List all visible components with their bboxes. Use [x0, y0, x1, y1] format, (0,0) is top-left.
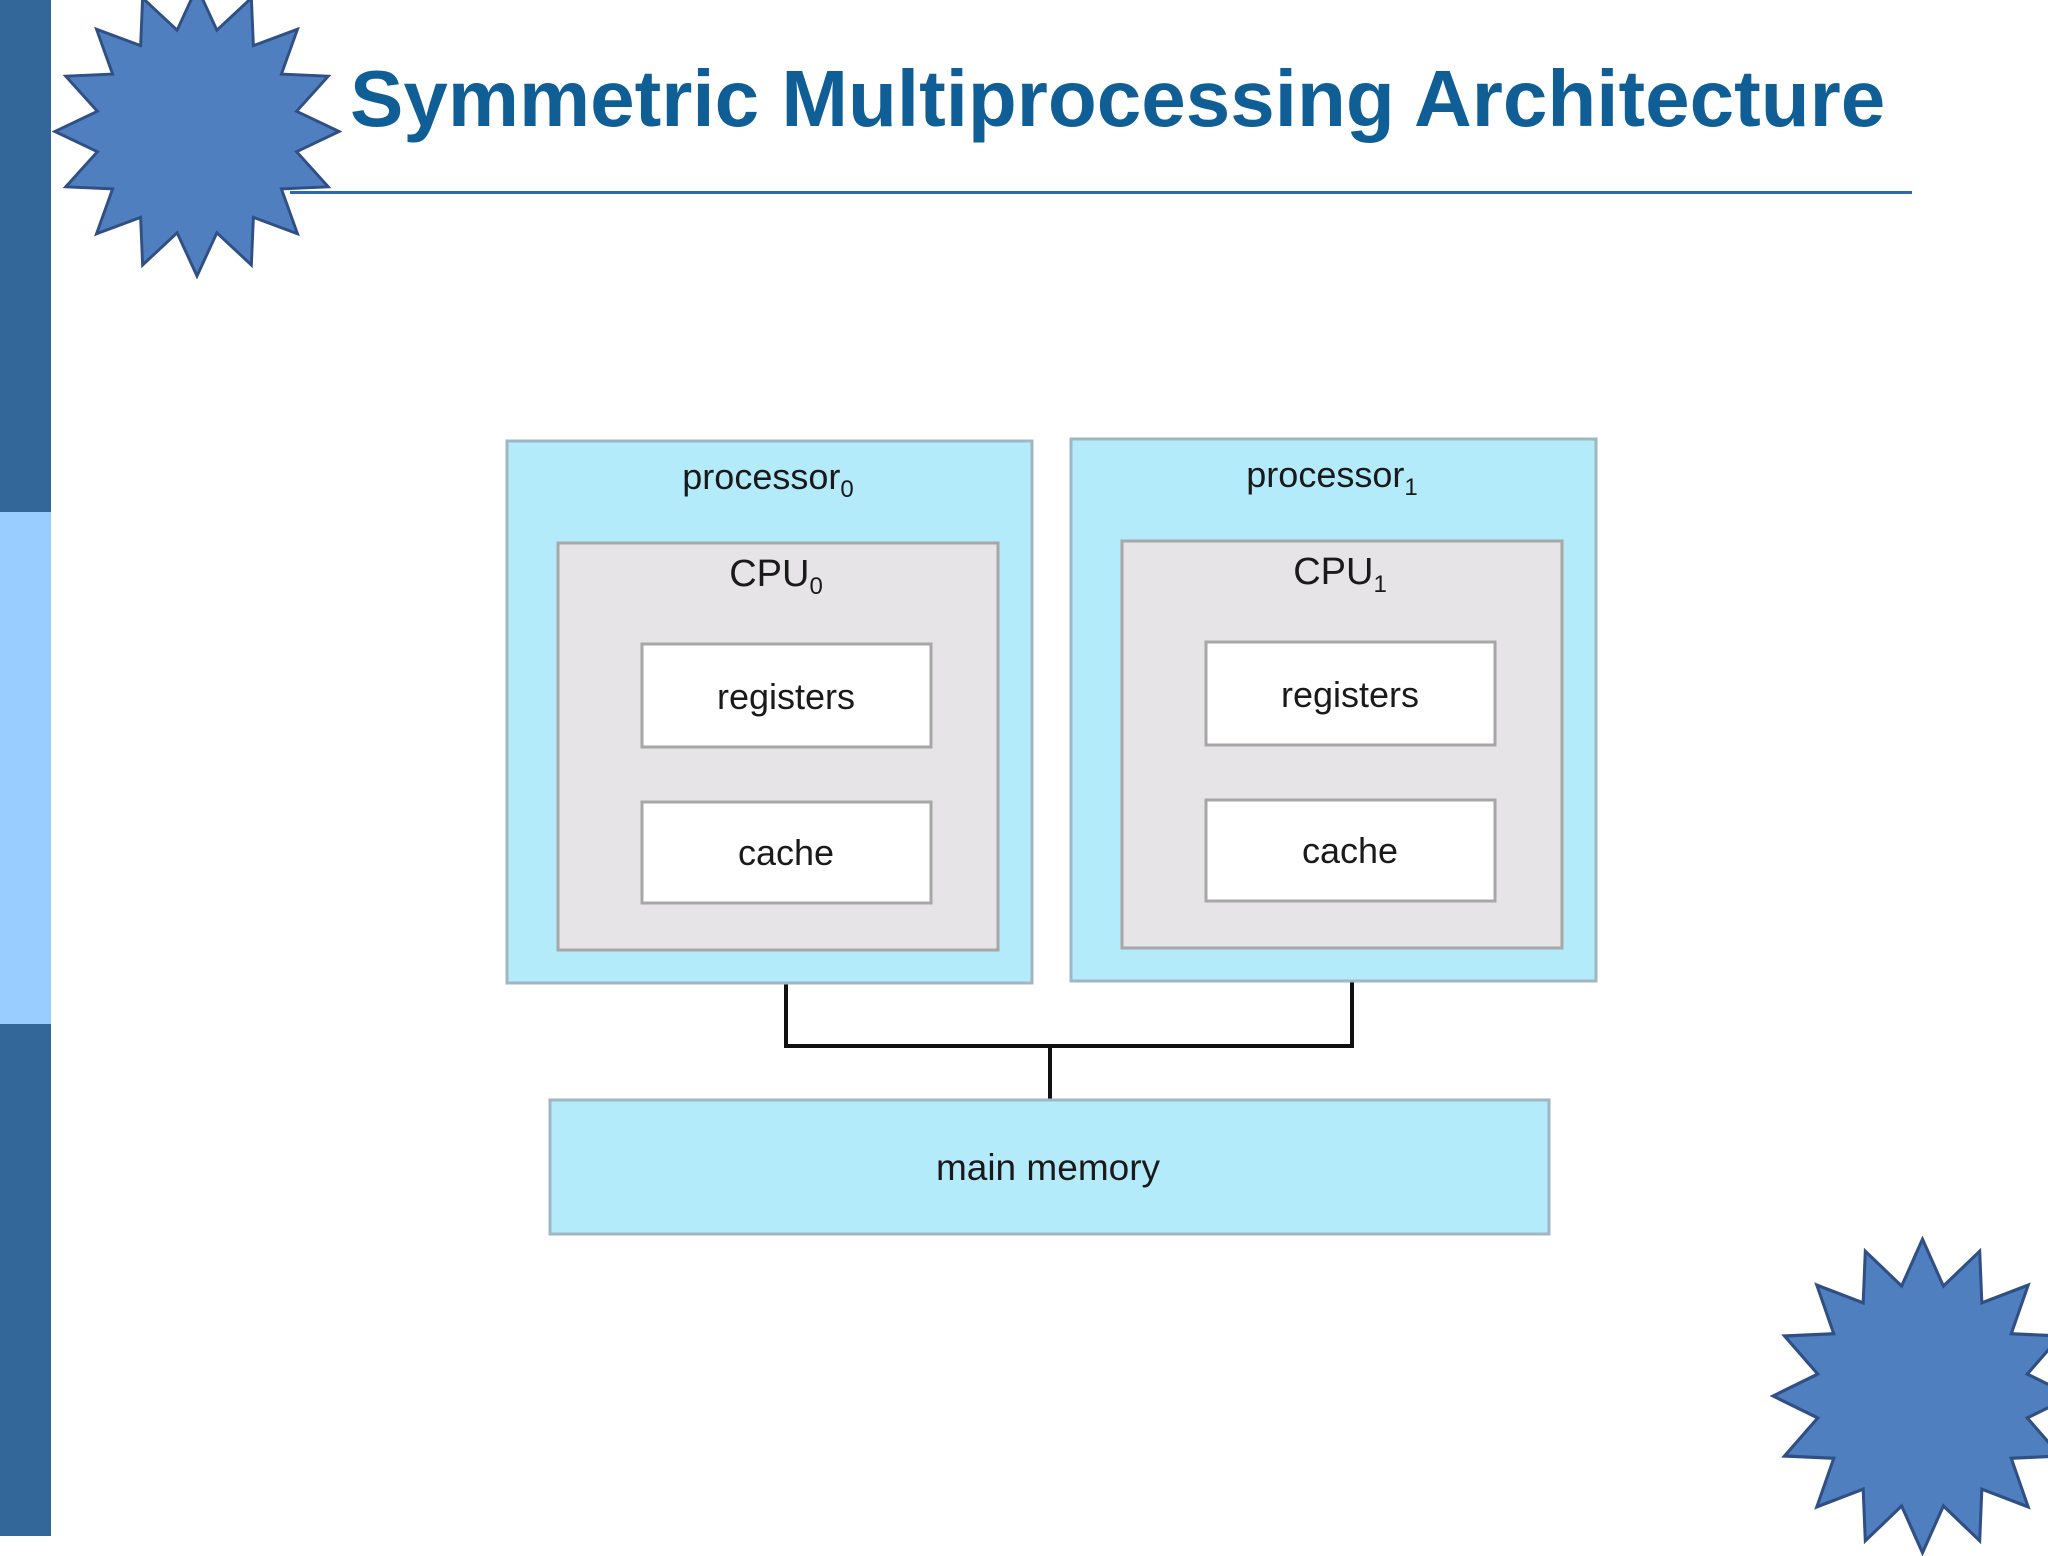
- starburst-top-left: [52, 0, 342, 279]
- registers-0-box: [640, 642, 933, 749]
- cache-0-box: [640, 800, 933, 905]
- main-memory-box: [548, 1098, 1551, 1236]
- processor-0-subscript: 0: [840, 476, 853, 503]
- cache-0-label: cache: [738, 832, 834, 873]
- sidebar-band-top: [0, 0, 51, 512]
- registers-0-label: registers: [717, 676, 855, 717]
- cpu-1-label: CPU1: [1293, 551, 1387, 598]
- processor-0: processor0 CPU0 registers cache: [505, 439, 1034, 985]
- main-memory-label: main memory: [936, 1147, 1161, 1188]
- processor-0-name: processor: [682, 456, 840, 497]
- registers-1-label: registers: [1281, 674, 1419, 715]
- cpu-0-label: CPU0: [729, 553, 823, 600]
- cache-1-box: [1204, 798, 1497, 903]
- cpu-0-name: CPU: [729, 553, 809, 595]
- processor-1-subscript: 1: [1404, 474, 1417, 501]
- slide-title: Symmetric Multiprocessing Architecture: [350, 54, 1886, 143]
- sidebar-band-middle: [0, 512, 51, 1024]
- cpu-0-subscript: 0: [809, 573, 822, 600]
- sidebar-band-bottom: [0, 1024, 51, 1536]
- cpu-1-name: CPU: [1293, 551, 1373, 593]
- cache-1-label: cache: [1302, 830, 1398, 871]
- processor-1: processor1 CPU1 registers cache: [1069, 437, 1598, 983]
- main-memory: main memory: [548, 1098, 1551, 1236]
- processor-1-name: processor: [1246, 454, 1404, 495]
- registers-1-box: [1204, 640, 1497, 747]
- processor-1-label: processor1: [1246, 454, 1417, 501]
- cpu-1-subscript: 1: [1373, 571, 1386, 598]
- processor-0-label: processor0: [682, 456, 853, 503]
- title-divider: [290, 191, 1912, 194]
